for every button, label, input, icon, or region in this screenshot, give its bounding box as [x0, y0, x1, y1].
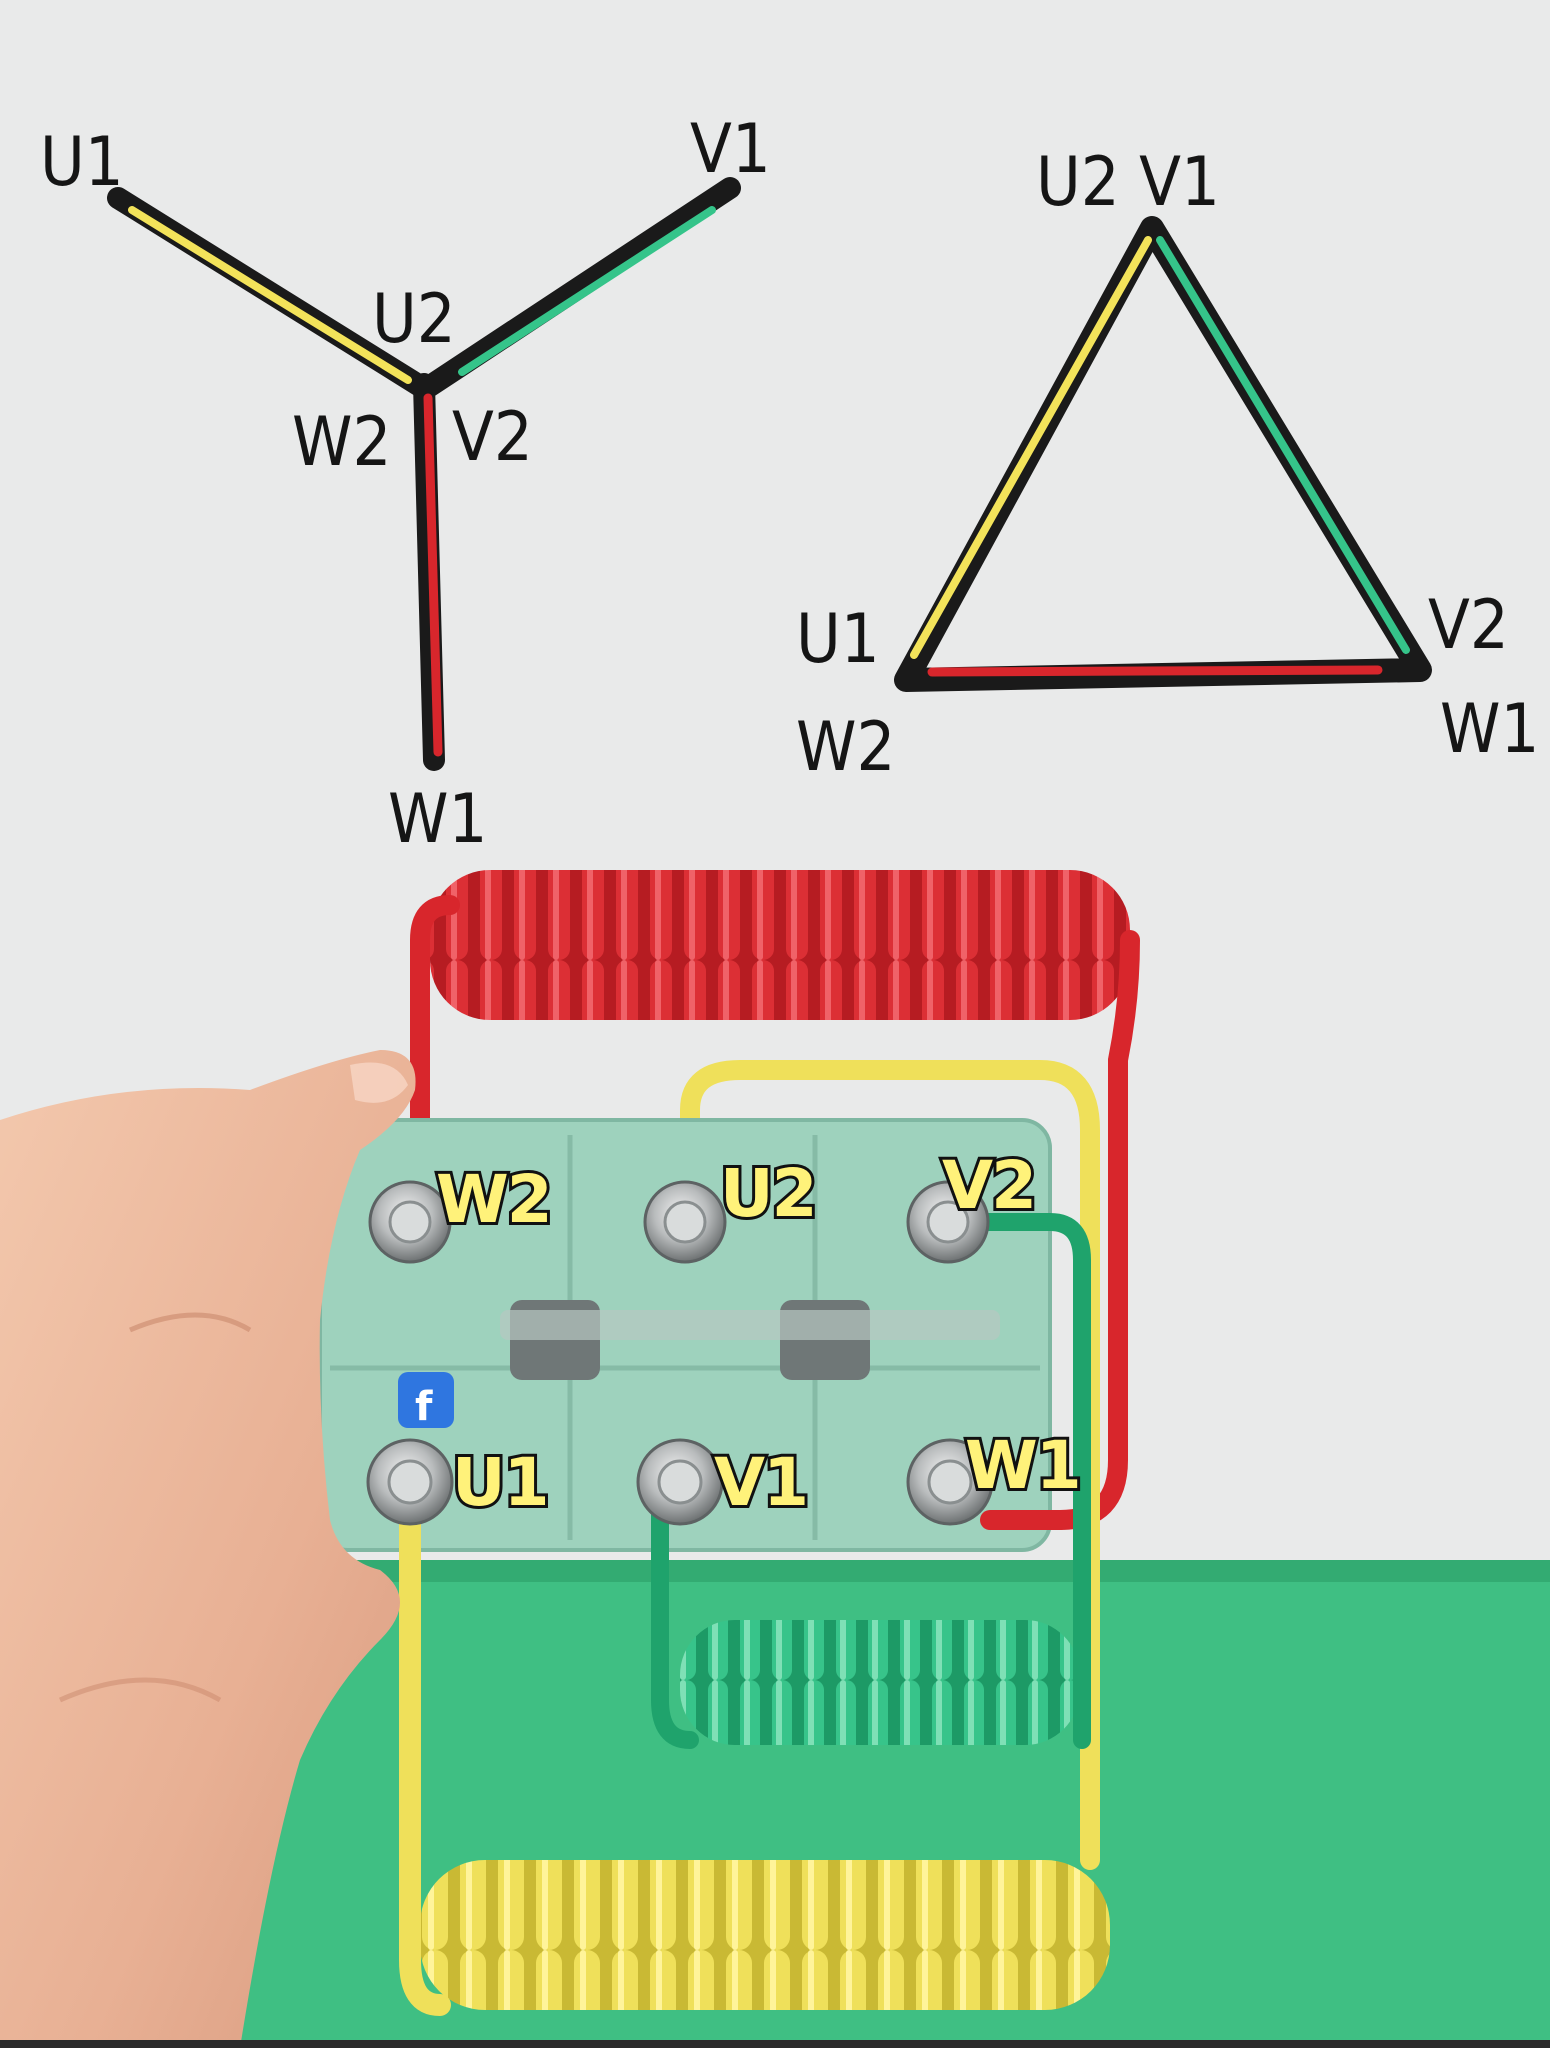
- terminal-label-v2: V2: [942, 1147, 1035, 1224]
- red-wire-left-lead: [410, 895, 460, 1210]
- star-label-v1: V1: [690, 110, 771, 189]
- star-label-w1: W1: [388, 780, 487, 859]
- star-diagram: U1 V1 U2 W2 V2 W1: [40, 110, 771, 859]
- terminal-nut-u1: [366, 1438, 454, 1526]
- terminal-nut-v2: [906, 1180, 990, 1264]
- terminal-nut-w2: [368, 1180, 452, 1264]
- star-v-branch: [458, 206, 716, 376]
- delta-label-w2: W2: [796, 708, 895, 787]
- terminal-label-u1: U1: [452, 1444, 548, 1521]
- star-label-u1: U1: [40, 123, 124, 202]
- bottom-border: [0, 2040, 1550, 2048]
- delta-v-side: [1156, 236, 1410, 654]
- hand-thumb-crease: [129, 1312, 252, 1333]
- star-label-v2: V2: [452, 398, 533, 477]
- red-coil: [430, 870, 1130, 1020]
- star-u-branch: [128, 206, 412, 384]
- terminal-nut-w1: [906, 1438, 994, 1526]
- star-w-branch: [423, 393, 443, 757]
- facebook-icon: [398, 1372, 454, 1428]
- terminal-label-w1: W1: [965, 1427, 1080, 1504]
- board-blur-band: [500, 1310, 1000, 1340]
- green-wire-v2-lead: [976, 1213, 1091, 1749]
- star-v-branch-outline: [419, 177, 741, 397]
- delta-w-side: [927, 665, 1383, 677]
- delta-label-v2: V2: [1428, 586, 1509, 665]
- green-coil: [680, 1620, 1080, 1745]
- delta-diagram: U2 V1 U1 W2 V2 W1: [796, 143, 1539, 787]
- terminal-nut-v1: [636, 1438, 724, 1526]
- delta-u-side: [910, 236, 1152, 659]
- hand-finger-crease: [58, 1677, 222, 1703]
- hand: [0, 1050, 416, 2048]
- terminal-label-w2: W2: [436, 1161, 551, 1238]
- delta-label-u1: U1: [796, 600, 880, 679]
- terminal-label-u2: U2: [720, 1155, 816, 1232]
- delta-label-u2-v1: U2 V1: [1036, 143, 1220, 222]
- terminal-photo: f: [0, 870, 1140, 2048]
- terminal-nut-u2: [643, 1180, 727, 1264]
- yellow-coil: [420, 1860, 1110, 2010]
- delta-label-w1: W1: [1440, 690, 1539, 769]
- star-label-u2: U2: [372, 280, 456, 359]
- yellow-wire-u1-lead: [399, 1469, 451, 2016]
- green-wire-v1-lead: [651, 1481, 699, 1749]
- watermark-glyph: f: [415, 1384, 433, 1430]
- star-label-w2: W2: [292, 403, 391, 482]
- hand-nail: [350, 1062, 408, 1103]
- terminal-label-v1: V1: [714, 1444, 807, 1521]
- yellow-jumper: [680, 1060, 1100, 1870]
